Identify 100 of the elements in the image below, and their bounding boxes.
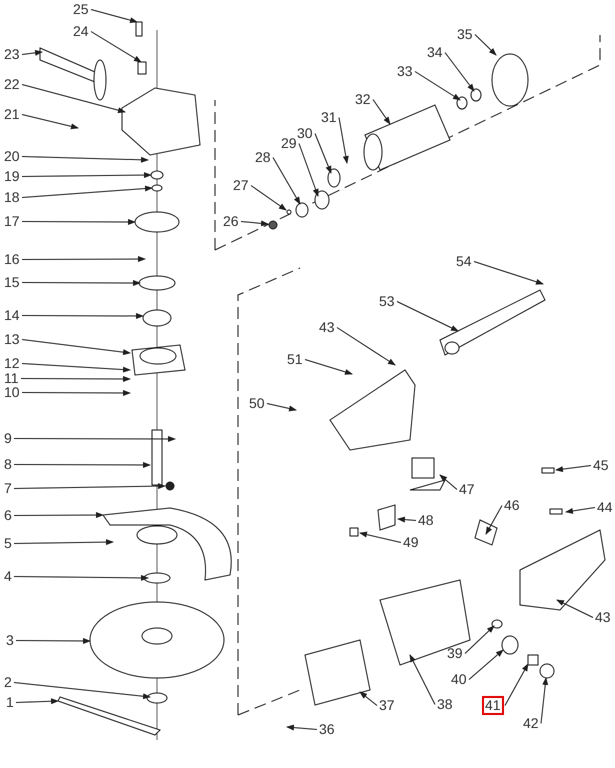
leader-line [14, 483, 166, 490]
callout-number: 29 [280, 136, 298, 151]
leader-line [359, 532, 402, 543]
leader-line [397, 516, 416, 523]
callout-number: 10 [3, 385, 21, 400]
leader-line [22, 390, 131, 396]
leader-line [90, 9, 138, 24]
callout-number: 33 [396, 64, 414, 79]
leader-line [22, 156, 149, 163]
leader-line [22, 218, 136, 225]
leader-line [468, 649, 504, 680]
callout-number: 39 [446, 646, 464, 661]
leader-line [314, 133, 332, 174]
callout-number: 28 [254, 150, 272, 165]
callout-number: 9 [3, 431, 13, 446]
callout-number: 36 [318, 722, 336, 737]
leader-line [444, 52, 475, 92]
callout-number: 20 [3, 149, 21, 164]
callout-number: 13 [3, 332, 21, 347]
leader-line [22, 363, 131, 373]
callout-number: 17 [3, 214, 21, 229]
callout-number: 31 [320, 110, 338, 125]
leader-line [486, 505, 502, 535]
leader-line [22, 172, 152, 178]
leader-line [504, 663, 528, 706]
leader-line [410, 654, 436, 705]
leader-line [272, 157, 300, 205]
callout-number: 19 [3, 169, 21, 184]
leader-line [474, 34, 497, 56]
callout-number: 6 [3, 508, 13, 523]
leader-line [372, 99, 391, 125]
callout-number: 21 [3, 107, 21, 122]
callout-number: 41 [482, 696, 504, 715]
callout-number: 23 [3, 47, 21, 62]
leader-line [22, 312, 144, 319]
callout-number: 51 [286, 352, 304, 367]
leader-line [22, 186, 153, 198]
callout-number: 54 [455, 254, 473, 269]
callout-number: 8 [3, 457, 13, 472]
callout-number: 24 [72, 24, 90, 39]
leader-line [22, 339, 131, 356]
leader-line [298, 143, 318, 197]
callout-number: 2 [3, 675, 13, 690]
callout-number: 43 [594, 610, 612, 625]
leader-line [90, 31, 142, 63]
leader-line [565, 507, 596, 514]
leader-line [22, 84, 126, 114]
leader-line [540, 677, 548, 724]
callout-number: 53 [378, 294, 396, 309]
callout-number: 18 [3, 190, 21, 205]
callout-number: 42 [522, 716, 540, 731]
callout-number: 26 [222, 214, 240, 229]
callout-number: 48 [417, 513, 435, 528]
leader-line [14, 682, 151, 700]
leader-line [396, 301, 459, 332]
callout-number: 46 [503, 498, 521, 513]
callout-number: 40 [450, 672, 468, 687]
callout-number: 43 [318, 320, 336, 335]
callout-number: 44 [596, 500, 614, 515]
leader-line [556, 600, 594, 618]
leader-line [286, 724, 318, 731]
callout-number: 50 [248, 396, 266, 411]
callout-number: 16 [3, 252, 21, 267]
callout-number: 38 [436, 697, 454, 712]
callout-number: 12 [3, 356, 21, 371]
callout-number: 5 [3, 536, 13, 551]
callout-number: 4 [3, 569, 13, 584]
leader-line [14, 539, 114, 546]
callout-number: 35 [456, 27, 474, 42]
leader-line [414, 71, 461, 101]
callout-number: 47 [458, 482, 476, 497]
leader-line [14, 462, 151, 468]
callout-number: 45 [592, 458, 610, 473]
callout-number: 15 [3, 275, 21, 290]
leader-line [555, 465, 592, 472]
leader-line [22, 50, 43, 56]
callout-number: 22 [3, 77, 21, 92]
leader-line [22, 114, 79, 130]
callout-number: 11 [3, 371, 20, 386]
leader-line [240, 220, 269, 226]
leader-line [338, 117, 349, 164]
callout-number: 32 [354, 92, 372, 107]
callout-number: 14 [3, 308, 21, 323]
leader-line [359, 691, 378, 706]
leader-line [464, 625, 495, 654]
leader-line [20, 376, 131, 382]
leader-line [250, 185, 287, 211]
leader-line [336, 327, 396, 366]
leader-line [22, 256, 146, 262]
leader-line [14, 512, 104, 518]
leader-line [14, 574, 149, 581]
leader-line [266, 403, 297, 412]
callout-number: 3 [5, 633, 15, 648]
callout-number: 49 [402, 535, 420, 550]
leader-line [474, 261, 544, 285]
leader-line [22, 280, 141, 286]
callout-number: 27 [232, 178, 250, 193]
leader-line [16, 638, 91, 644]
callout-number: 25 [72, 2, 90, 17]
leader-line [14, 436, 176, 442]
